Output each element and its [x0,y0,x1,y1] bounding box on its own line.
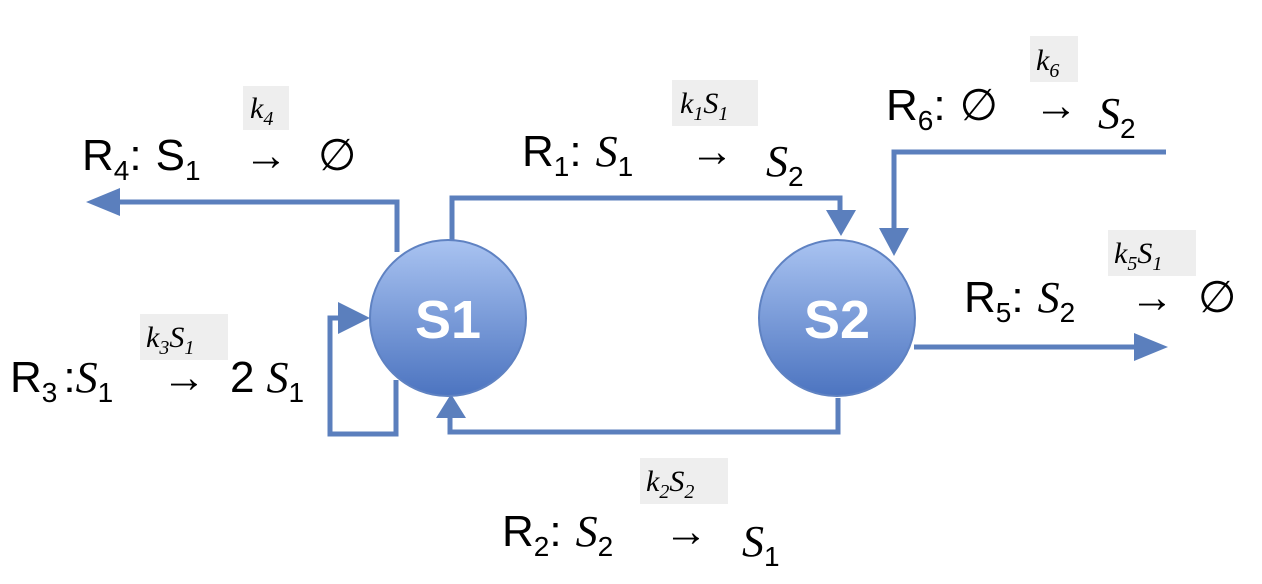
svg-text:2S1: 2S1 [230,353,304,408]
r6-rate-bg [1030,36,1078,82]
svg-text:k5S1: k5S1 [1114,237,1162,275]
r1-connector [449,195,843,240]
svg-text:→: → [690,127,734,176]
r1-arrowhead [826,210,856,236]
r5-rate-bg [1108,230,1196,276]
r6-arrowhead [879,228,909,256]
svg-text:R3:S1: R3:S1 [10,353,113,408]
svg-text:→: → [1130,273,1174,322]
r6-label: R6:∅ → S2 k6 [886,44,1136,144]
r5-arrowhead [1134,333,1168,361]
r1-label: R1:S1 → S2 k1S1 [522,87,804,192]
r4-rate-bg [243,86,289,130]
svg-text:→: → [162,353,206,402]
svg-text:→: → [244,131,288,180]
node-s1[interactable]: S1 [369,239,527,397]
svg-text:R5:S2: R5:S2 [964,273,1075,328]
r5-label: R5:S2 → ∅ k5S1 [964,237,1236,328]
node-s2-label: S2 [804,290,870,350]
r3-rate-bg [140,314,228,360]
svg-text:→: → [664,507,708,556]
r2-rate-bg [640,458,728,504]
r1-rate-bg [672,80,758,126]
r2-arrowhead [436,394,466,418]
r6-connector [891,149,1166,228]
svg-text:R1:S1: R1:S1 [522,127,633,182]
svg-text:k6: k6 [1036,44,1059,82]
r3-connector [327,315,399,437]
svg-text:k2S2: k2S2 [646,465,694,503]
svg-text:S2: S2 [1098,89,1136,144]
svg-text:k4: k4 [250,92,273,130]
svg-text:R4:S1: R4:S1 [82,131,201,186]
svg-text:S1: S1 [742,517,780,572]
r4-arrowhead [86,188,120,216]
r2-label: R2:S2 → S1 k2S2 [502,465,780,572]
node-s1-label: S1 [415,290,481,350]
svg-text:R2:S2: R2:S2 [502,507,613,562]
r3-arrowhead [338,302,370,334]
svg-text:k1S1: k1S1 [680,87,728,125]
svg-text:∅: ∅ [1198,273,1236,322]
r2-connector [447,398,841,435]
svg-text:k3S1: k3S1 [146,321,194,359]
node-s2[interactable]: S2 [758,239,916,397]
r4-label: R4:S1 → ∅ k4 [82,92,356,186]
svg-text:∅: ∅ [318,131,356,180]
svg-text:R6:∅: R6:∅ [886,81,998,136]
r4-connector [118,199,400,252]
svg-text:S2: S2 [766,137,804,192]
svg-text:→: → [1034,81,1078,130]
